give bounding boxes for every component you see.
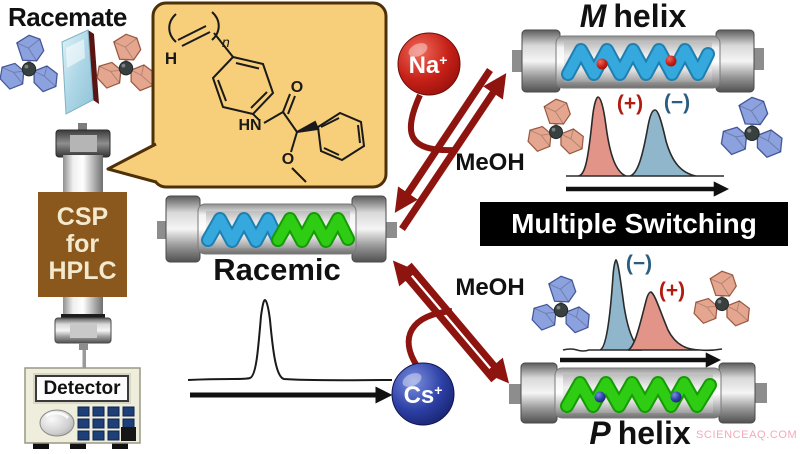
racemate-molecule-left-blue (0, 33, 59, 94)
racemic-column (157, 195, 397, 263)
structure-methoxy-o: O (282, 151, 294, 168)
m-output-molecule-blue (719, 95, 784, 159)
p-helix-title: P helix (589, 417, 690, 449)
cs-ion-label: Cs+ (404, 382, 443, 408)
meoh-label-bottom: MeOH (455, 274, 525, 301)
na-ion-in-helix (665, 55, 677, 67)
detector-display: Detector (35, 375, 129, 402)
csp-line3: HPLC (48, 256, 117, 285)
cs-charge: + (434, 382, 443, 398)
multiple-switching-banner: Multiple Switching (480, 202, 788, 246)
cs-addition-curve (405, 308, 453, 368)
structure-carbonyl-o: O (291, 79, 303, 96)
cs-ion-in-helix (670, 391, 682, 403)
structure-vinyl-h: H (165, 49, 177, 68)
cs-symbol: Cs (403, 382, 435, 409)
na-ion-in-helix (596, 58, 608, 70)
m-helix-column (512, 29, 764, 93)
na-ion-sphere (397, 32, 461, 96)
csp-line2: for (65, 230, 100, 259)
structure-amide-hn: HN (238, 117, 261, 134)
peak-label-plus-bottom: (+) (658, 279, 686, 302)
switch-arrows-lower (392, 260, 510, 384)
m-helix-suffix: helix (613, 0, 687, 34)
na-addition-curve (407, 93, 456, 154)
switch-arrows-upper (394, 68, 507, 231)
m-output-molecule-pink (526, 97, 585, 156)
detector-keypad (77, 406, 135, 441)
m-helix-chromatogram (566, 96, 730, 197)
m-helix-prefix: M (579, 0, 607, 34)
na-charge: + (439, 52, 448, 68)
peak-label-plus-top: (+) (616, 92, 644, 115)
cs-ion-in-helix (594, 391, 606, 403)
csp-for-hplc-box: CSP for HPLC (38, 192, 127, 297)
na-ion-label: Na+ (409, 52, 448, 78)
csp-line1: CSP (56, 203, 109, 232)
chemical-structure (168, 11, 366, 183)
peak-label-minus-bottom: (−) (625, 252, 653, 275)
p-output-molecule-blue (530, 274, 591, 335)
p-helix-suffix: helix (617, 415, 691, 451)
structure-repeat-n: n (222, 34, 230, 50)
p-output-molecule-pink (692, 269, 751, 328)
p-helix-prefix: P (589, 415, 611, 451)
p-helix-column (509, 362, 767, 424)
mirror (61, 29, 99, 115)
peak-label-minus-top: (−) (663, 91, 691, 114)
p-helix-chromatogram (560, 258, 723, 368)
racemic-chromatogram (187, 298, 393, 404)
racemate-molecule-right-pink (95, 32, 156, 93)
detector-power-button (121, 427, 136, 441)
cs-ion-sphere (391, 362, 455, 426)
watermark: SCIENCEAQ.COM (696, 429, 798, 441)
m-helix-title: M helix (580, 0, 687, 32)
meoh-label-top: MeOH (455, 149, 525, 176)
racemate-title: Racemate (8, 2, 127, 32)
racemic-label: Racemic (213, 252, 341, 287)
polymer-structure-callout: H n HN O O (106, 1, 388, 189)
na-symbol: Na (408, 52, 440, 79)
